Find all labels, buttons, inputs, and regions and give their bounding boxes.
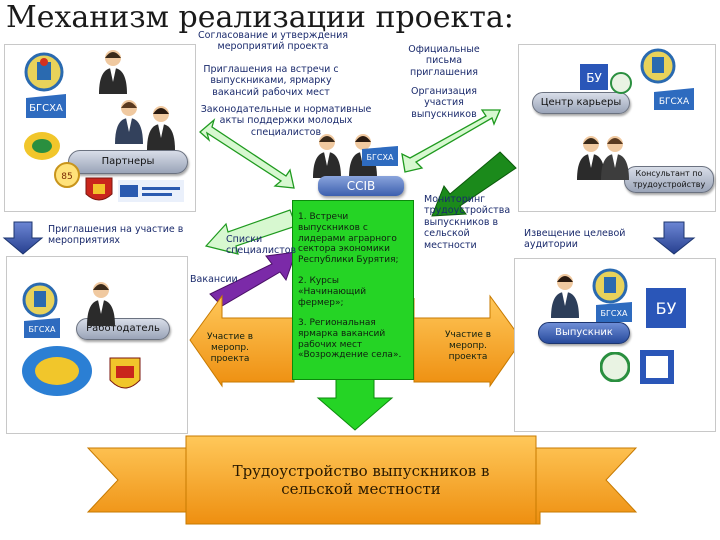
approval-note: Согласование и утверждения мероприятий п… xyxy=(198,30,348,53)
vacancies-arrow xyxy=(209,251,297,307)
partners-label: Партнеры xyxy=(68,150,188,174)
career-center-label: Центр карьеры xyxy=(532,92,630,114)
person-icon xyxy=(574,134,608,180)
emblem-logo xyxy=(24,52,64,92)
official-letters-note: Официальные письма приглашения xyxy=(408,44,480,78)
coat-of-arms-logo xyxy=(108,356,142,396)
blue-down-arrow-right xyxy=(652,221,696,255)
lists-arrow xyxy=(204,209,297,255)
event-item-2: 2. Курсы «Начинающий фермер»; xyxy=(298,276,367,308)
university-logo: БУ xyxy=(580,64,608,90)
notice-note: Извещение целевой аудитории xyxy=(524,228,626,251)
svg-text:БГСХА: БГСХА xyxy=(367,153,394,162)
banner-logo xyxy=(118,180,184,202)
svg-text:85: 85 xyxy=(61,172,72,182)
participation-right-note: Участие в меропр. проекта xyxy=(444,330,492,362)
svg-text:БГСХА: БГСХА xyxy=(29,103,63,114)
bgsha-logo: БГСХА xyxy=(24,318,60,338)
graduate-label: Выпускник xyxy=(538,322,630,344)
events-column xyxy=(292,200,414,380)
person-icon xyxy=(548,272,582,318)
orange-arrow-right xyxy=(413,294,523,388)
bgsha-logo: БГСХА xyxy=(26,94,66,118)
bgsha-logo: БГСХА xyxy=(362,146,398,166)
regional-emblem-logo xyxy=(20,344,94,398)
emblem-logo xyxy=(22,282,58,318)
svg-text:БУ: БУ xyxy=(586,71,602,85)
person-icon xyxy=(84,280,118,326)
vacancies-note: Вакансии xyxy=(190,274,238,285)
square-logo xyxy=(640,350,674,384)
ssib-node: ССIB xyxy=(318,176,404,196)
page-title: Механизм реализации проекта: xyxy=(6,0,514,35)
event-item-3: 3. Региональная ярмарка вакансий рабочих… xyxy=(298,318,402,361)
consultant-label: Консультант по трудоустройству xyxy=(624,166,714,193)
event-item-1: 1. Встречи выпускников с лидерами аграрн… xyxy=(298,212,399,266)
participation-left-note: Участие в меропр. проекта xyxy=(206,332,254,364)
svg-text:БУ: БУ xyxy=(656,299,677,318)
bgsha-logo: БГСХА xyxy=(654,88,694,110)
double-arrow-career xyxy=(401,109,501,173)
stadium-logo xyxy=(22,126,62,162)
invites-events-note: Приглашения на участие в мероприятиях xyxy=(48,224,184,247)
laws-note: Законодательные и нормативные акты подде… xyxy=(200,104,372,138)
emblem-logo xyxy=(640,48,676,84)
person-icon xyxy=(112,98,146,144)
svg-text:БГСХА: БГСХА xyxy=(659,97,690,107)
bottom-banner-text: Трудоустройство выпускников в сельской м… xyxy=(232,462,490,498)
blue-down-arrow-left xyxy=(2,221,44,255)
coat-of-arms-logo xyxy=(84,176,114,206)
person-icon xyxy=(598,134,632,180)
person-icon xyxy=(96,48,130,94)
lists-note: Списки специалистов xyxy=(226,234,297,257)
badge-85-logo: 85 xyxy=(54,162,80,188)
monitoring-note: Мониторинг трудоустройства выпускников в… xyxy=(424,194,511,251)
invitations-note: Приглашения на встречи с выпускниками, я… xyxy=(203,64,339,98)
bottom-banner-shape xyxy=(86,435,638,525)
monitoring-arrow xyxy=(431,151,517,217)
svg-text:БГСХА: БГСХА xyxy=(29,325,56,334)
person-icon xyxy=(144,104,178,150)
bgsha-logo: БГСХА xyxy=(596,302,632,322)
round-logo xyxy=(599,351,631,383)
emblem-logo xyxy=(592,268,628,304)
double-arrow-partners xyxy=(199,118,295,189)
svg-text:БГСХА: БГСХА xyxy=(601,309,628,318)
green-down-arrow xyxy=(316,375,394,431)
small-logo xyxy=(610,72,632,94)
university-logo: БУ xyxy=(646,288,686,328)
person-icon xyxy=(310,132,344,178)
organization-note: Организация участия выпускников xyxy=(411,86,477,120)
